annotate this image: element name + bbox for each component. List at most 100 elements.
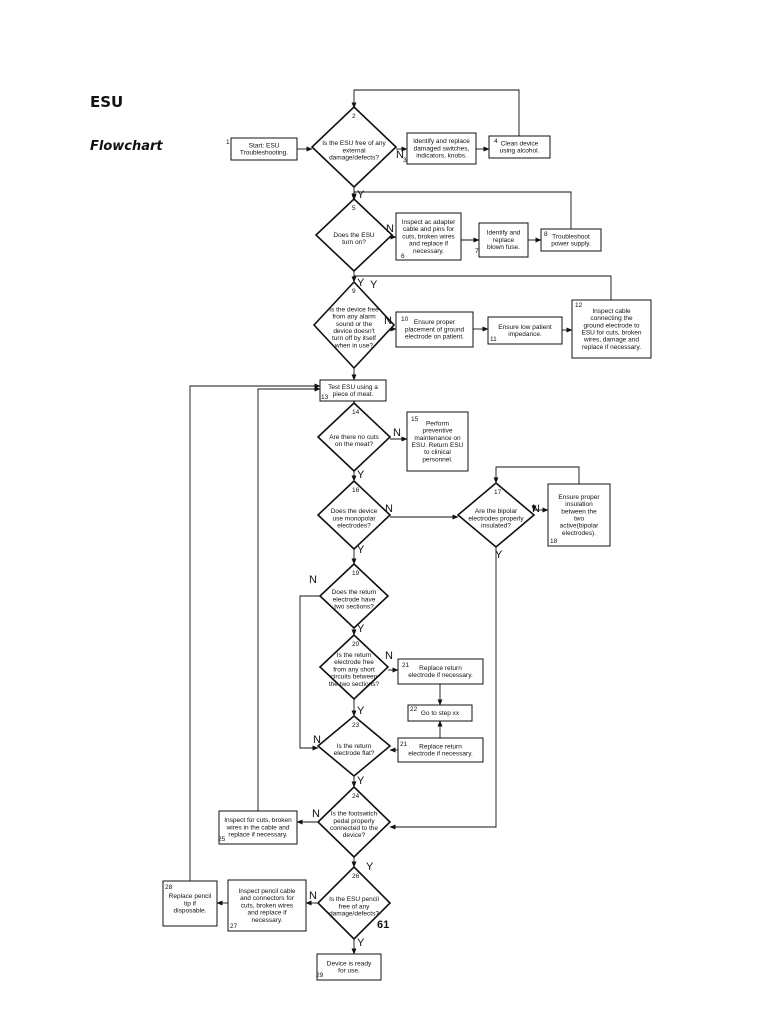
step-number: 21: [400, 741, 408, 748]
node-text: Inspect for cuts, broken: [224, 817, 292, 824]
step-number: 11: [490, 336, 497, 343]
node-text: damage/defects?: [329, 155, 379, 162]
node-text: Does the device: [331, 508, 378, 515]
step-number: 23: [352, 722, 360, 729]
step-number: 10: [401, 316, 409, 323]
decision-diamond: [316, 785, 392, 859]
node-text: Ensure low patient: [498, 324, 552, 331]
step-number: 29: [316, 972, 324, 979]
node-text: placement of ground: [405, 326, 465, 333]
node-text: Are the bipolar: [475, 508, 518, 515]
node-text: cable and pins for: [403, 226, 455, 233]
node-text: to clinical: [424, 449, 451, 456]
process-rect: [395, 311, 474, 348]
no-label: N: [393, 427, 401, 439]
node-text: external: [342, 147, 366, 154]
node-text: electrode flat?: [334, 750, 375, 757]
node-text: insulation: [565, 501, 593, 508]
process-rect: [487, 316, 563, 345]
decision-diamond: [318, 633, 390, 701]
decision-diamond: [316, 865, 392, 941]
step-number: 21: [402, 662, 410, 669]
process-rect: [406, 411, 469, 472]
node-text: electrode on patient.: [405, 334, 464, 341]
step-number: 2: [352, 113, 356, 120]
page-title: ESU: [90, 93, 124, 111]
node-text: Identify and replace: [413, 138, 470, 145]
node-text: electrodes?: [337, 523, 371, 530]
yes-label: Y: [366, 861, 374, 873]
step-number: 17: [494, 489, 502, 496]
decision-diamond: [316, 479, 392, 551]
node-text: Ensure proper: [414, 319, 456, 326]
no-label: N: [384, 315, 392, 327]
node-text: from any short: [333, 666, 375, 673]
yes-label: Y: [357, 189, 365, 201]
decision-node: 2Is the ESU free of anyexternaldamage/de…: [310, 105, 398, 189]
process-rect: [395, 212, 462, 261]
node-text: circuits between: [331, 674, 378, 681]
node-text: personnel.: [422, 456, 453, 463]
step-number: 15: [411, 416, 419, 423]
step-number: 25: [218, 836, 226, 843]
process-rect: [397, 658, 484, 685]
yes-label: Y: [357, 937, 365, 949]
decision-diamond: [314, 197, 394, 273]
node-text: Is the ESU pencil: [329, 896, 379, 903]
node-text: turn on?: [342, 239, 366, 246]
node-text: damaged switches,: [414, 145, 470, 152]
step-number: 6: [401, 253, 405, 260]
node-text: Device is ready: [327, 960, 372, 967]
connector-arrow: [189, 383, 321, 881]
node-text: connecting the: [590, 315, 633, 322]
node-text: Is the footswitch: [331, 811, 378, 818]
process-rect: [547, 483, 611, 547]
node-text: electrodes).: [562, 530, 596, 537]
step-number: 24: [352, 793, 360, 800]
process-rect: [218, 810, 298, 845]
node-text: electrode free: [334, 659, 374, 666]
node-text: Is the return: [337, 652, 372, 659]
node-text: Does the return: [332, 589, 377, 596]
node-text: Ensure proper: [558, 494, 600, 501]
node-text: Is the device free: [329, 306, 379, 313]
node-text: on the meat?: [335, 441, 373, 448]
node-text: device doesn't: [333, 328, 375, 335]
node-text: turn off by itself: [332, 335, 376, 342]
no-label: N: [312, 808, 320, 820]
step-number: 16: [352, 487, 360, 494]
node-text: indicators, knobs.: [416, 153, 467, 160]
process-rect: [540, 228, 602, 252]
node-text: preventive: [423, 428, 453, 435]
process-rect: [407, 704, 473, 722]
step-number: 7: [475, 248, 479, 255]
node-text: Inspect cable: [592, 308, 631, 315]
connector-arrow: [351, 191, 572, 240]
step-number: 26: [352, 873, 360, 880]
node-text: disposable.: [174, 908, 207, 915]
step-number: 20: [352, 641, 360, 648]
node-text: cuts, broken wires: [402, 233, 455, 240]
node-text: Are there no cuts: [329, 434, 379, 441]
node-text: wires in the cable and: [226, 824, 290, 831]
decision-diamond: [316, 401, 392, 473]
node-text: free of any: [339, 903, 370, 910]
no-label: N: [385, 503, 393, 515]
